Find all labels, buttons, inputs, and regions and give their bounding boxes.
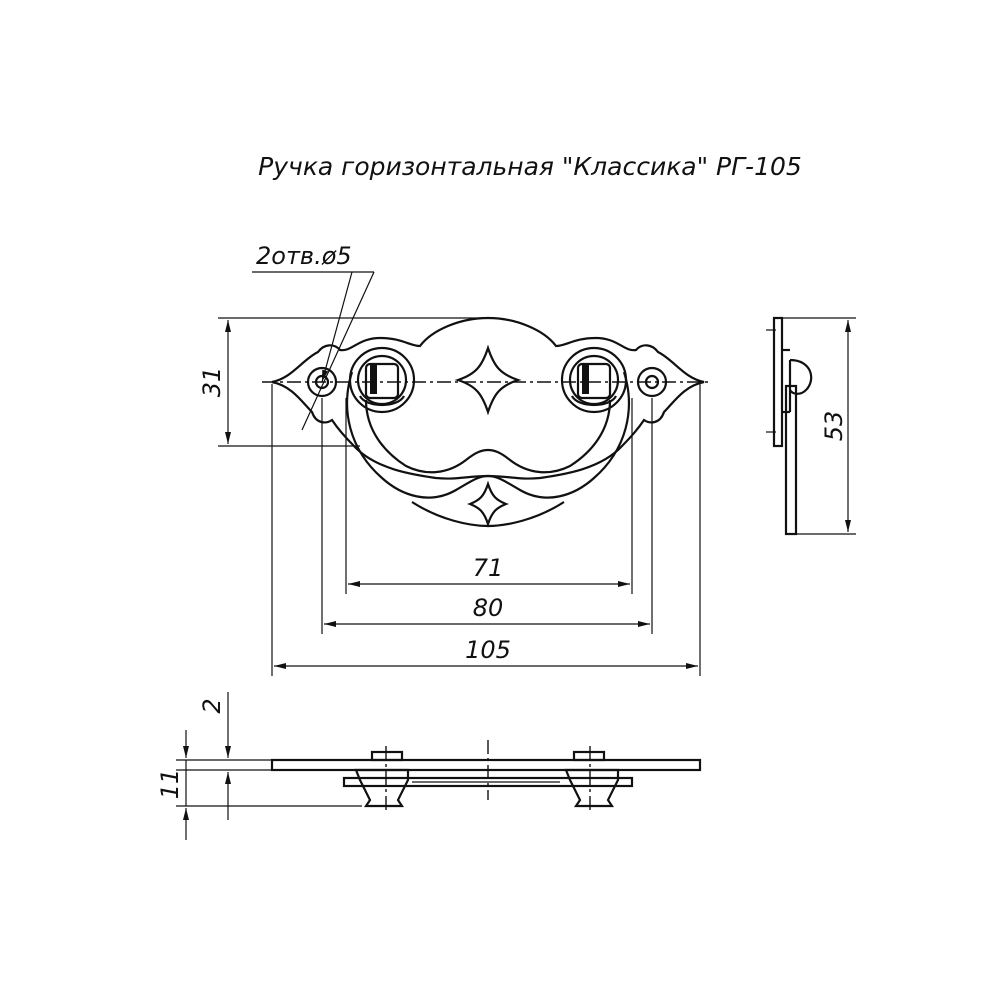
drop-handle (346, 371, 630, 499)
dimension-80: 80 (321, 398, 653, 634)
dimension-31: 31 (198, 317, 490, 447)
left-post (348, 346, 416, 414)
diamond-ornament-top (454, 344, 522, 416)
dim-label-31: 31 (198, 367, 226, 398)
dim-label-80: 80 (473, 594, 504, 622)
dim-label-105: 105 (465, 636, 511, 664)
dimension-71: 71 (345, 398, 633, 594)
dim-label-53: 53 (820, 411, 848, 442)
dimension-105: 105 (271, 384, 701, 676)
dim-label-71: 71 (473, 554, 504, 582)
dimension-11: 11 (156, 730, 189, 840)
hole-callout: 2отв.ø5 (252, 242, 375, 431)
right-post (560, 346, 628, 414)
bottom-view (176, 740, 702, 812)
drop-handle-inner (364, 399, 612, 474)
dimension-2: 2 (198, 692, 231, 820)
hole-callout-text: 2отв.ø5 (256, 242, 352, 270)
side-view: 53 (766, 316, 856, 536)
drawing-title: Ручка горизонтальная "Классика" РГ-105 (258, 152, 802, 181)
dim-label-11: 11 (156, 769, 184, 800)
diamond-ornament-bottom (467, 480, 509, 528)
dim-label-2: 2 (198, 698, 226, 713)
backplate-outline (271, 316, 705, 480)
front-view (262, 316, 712, 528)
